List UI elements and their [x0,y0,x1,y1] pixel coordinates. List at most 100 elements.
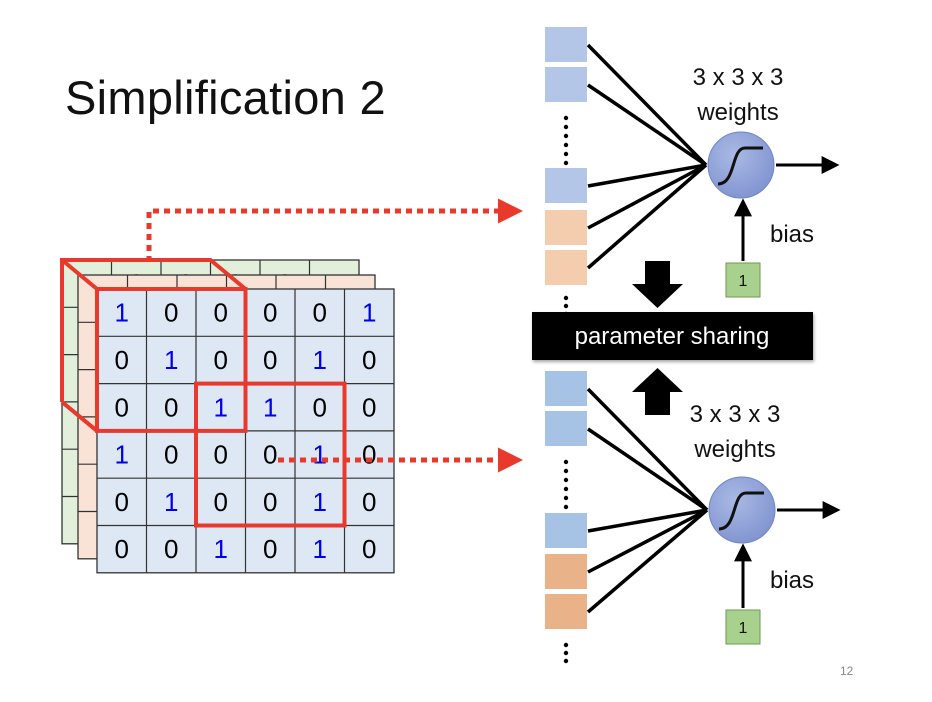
sigmoid-icon [718,491,764,531]
weight-connection [586,163,708,270]
weight-connection [586,387,709,512]
sigmoid-icon [717,146,763,186]
input-node-blue [545,513,587,548]
receptive-field-middle [194,381,347,528]
matrix-cell: 1 [214,392,228,422]
ellipsis-dot [563,115,569,121]
matrix-cell: 1 [313,345,327,375]
input-node-orange [545,594,587,629]
neuron-unit-bottom: 1 bias 3 x 3 x 3 weights [545,371,841,664]
weight-connection [587,508,708,533]
ellipsis-dot [563,650,569,656]
matrix-cell: 0 [362,392,376,422]
weight-connection [586,43,708,167]
weight-connection [587,427,708,512]
input-node-orange [545,250,587,285]
input-node-blue [545,411,587,446]
input-image-stack: 1000011000011000010100100011001000100100… [60,258,395,574]
weights-dimension-label: 3 x 3 x 3 [690,401,781,428]
matrix-cell: 0 [164,440,178,470]
matrix-cell: 0 [164,392,178,422]
input-node-orange [545,210,587,245]
cube-edge [60,258,99,291]
matrix-cell: 1 [164,345,178,375]
ellipsis-dot [563,124,569,130]
ellipsis-dot [563,504,569,510]
matrix-cell: 0 [164,298,178,328]
matrix-cell: 0 [115,534,129,564]
matrix-cell: 1 [115,298,129,328]
ellipsis-dot [563,295,569,301]
bias-node [725,262,761,298]
ellipsis-dot [563,160,569,166]
matrix-cell: 1 [115,440,129,470]
down-arrow-icon [632,261,683,308]
matrix-cell: 0 [362,534,376,564]
weight-connection [587,83,707,167]
ellipsis-dot [563,658,569,664]
matrix-cell: 0 [214,345,228,375]
bias-node [725,609,761,645]
receptive-field-connectors [146,198,523,473]
ellipsis-dot [563,468,569,474]
matrix-cell: 1 [362,298,376,328]
receptive-field-front [95,287,248,433]
cube-edge [60,400,99,433]
dotted-arrow-top [146,198,523,262]
matrix-cell: 0 [362,487,376,517]
input-node-blue [545,371,587,406]
ellipsis-dot [563,142,569,148]
slide-title: Simplification 2 [65,71,386,124]
ellipsis-dot [563,133,569,139]
bias-label: bias [770,567,814,594]
receptive-field-cube [60,258,248,433]
parameter-sharing-label: parameter sharing [575,323,770,350]
matrix-cell: 0 [313,298,327,328]
ellipsis-dot [563,642,569,648]
ellipsis-dot [563,477,569,483]
input-node-blue [545,168,587,203]
matrix-cell: 0 [115,345,129,375]
parameter-sharing-box [532,312,813,360]
matrix-cell: 0 [263,298,277,328]
matrix-cell: 0 [115,392,129,422]
up-arrow-icon [632,368,683,415]
matrix-cell: 1 [313,487,327,517]
matrix-cell: 0 [214,487,228,517]
weight-connection [586,508,709,614]
weight-connection [587,163,707,188]
weights-label: weights [696,99,778,126]
matrix-cell: 0 [214,298,228,328]
matrix-cell: 0 [263,345,277,375]
matrix-cell: 1 [313,534,327,564]
matrix-cell: 1 [214,534,228,564]
input-node-blue [545,27,587,62]
matrix-cell: 0 [214,440,228,470]
bias-value: 1 [739,620,748,637]
matrix-cell: 0 [263,440,277,470]
matrix-cell: 0 [362,345,376,375]
weight-connection [587,163,707,230]
ellipsis-dot [563,486,569,492]
weights-label: weights [693,436,775,463]
matrix-cell: 0 [263,534,277,564]
matrix-cell: 0 [313,392,327,422]
neuron-circle [708,476,776,544]
page-number: 12 [840,664,854,678]
matrix-cell: 0 [115,487,129,517]
matrix-cell: 1 [164,487,178,517]
weights-dimension-label: 3 x 3 x 3 [693,64,784,91]
matrix-cell: 0 [164,534,178,564]
ellipsis-dot [563,151,569,157]
weight-connection [587,508,708,574]
matrix-cell: 1 [263,392,277,422]
neuron-circle [707,131,775,199]
ellipsis-dot [563,495,569,501]
matrix-cell: 0 [362,440,376,470]
cube-back-edges [60,258,247,402]
ellipsis-dot [563,459,569,465]
matrix-cell: 1 [313,440,327,470]
parameter-sharing-group: parameter sharing [532,261,813,415]
